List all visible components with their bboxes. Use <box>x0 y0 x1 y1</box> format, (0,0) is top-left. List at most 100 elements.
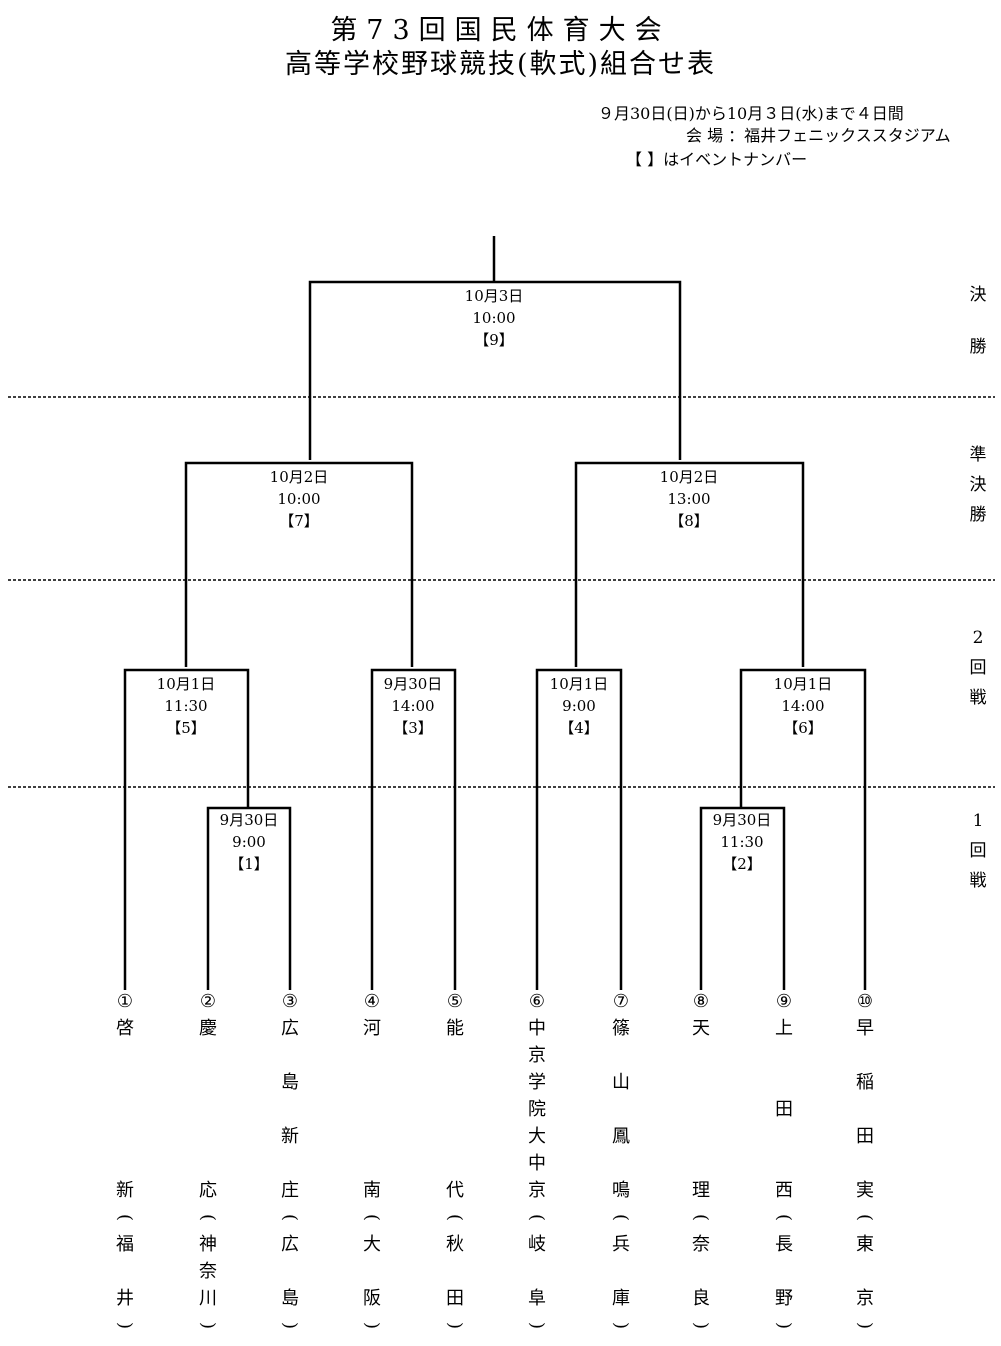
semi1-bracket <box>184 461 414 667</box>
prefecture-char <box>681 1258 721 1285</box>
team-name-char <box>845 1096 885 1123</box>
prefecture-char: ) <box>526 1321 548 1330</box>
team-name-char <box>352 1096 392 1123</box>
match-number: 【7】 <box>279 512 319 530</box>
match-time: 10:00 <box>472 309 516 327</box>
team-name-char: 代 <box>446 1180 464 1201</box>
prefecture-char <box>764 1258 804 1285</box>
team-name-char <box>188 1123 228 1150</box>
prefecture-char: ( <box>361 1213 383 1222</box>
team-name-char <box>270 1150 310 1177</box>
team-seed: ⑦ <box>612 991 630 1012</box>
match-9: 10月3日 10:00 【9】 <box>434 285 554 351</box>
team-name-char <box>352 1042 392 1069</box>
m1-bracket <box>206 806 292 990</box>
team-name-char <box>601 1042 641 1069</box>
match-time: 11:30 <box>720 833 764 851</box>
prefecture-char: ) <box>114 1321 136 1330</box>
page-subtitle: 高等学校野球競技(軟式)組合せ表 <box>284 49 717 80</box>
team-name-char: 鳳 <box>612 1126 630 1147</box>
match-date: 10月2日 <box>659 468 719 486</box>
semi2-bracket <box>574 461 805 667</box>
match-date: 10月1日 <box>156 675 216 693</box>
team-name-char <box>681 1069 721 1096</box>
prefecture-char: 井 <box>116 1288 134 1309</box>
team-name-char: 早 <box>856 1018 874 1039</box>
team-name-char: 理 <box>692 1180 710 1201</box>
round-char: 勝 <box>969 505 987 525</box>
match-date: 10月1日 <box>773 675 833 693</box>
prefecture-char: ( <box>854 1213 876 1222</box>
team-name-char <box>601 1150 641 1177</box>
prefecture-char: 田 <box>446 1288 464 1309</box>
prefecture-char: 兵 <box>612 1234 630 1255</box>
team-seed: ④ <box>363 991 381 1012</box>
match-time: 9:00 <box>562 697 596 715</box>
team-name-char: 庄 <box>281 1180 299 1201</box>
match-time: 14:00 <box>781 697 825 715</box>
team-name-char <box>105 1123 145 1150</box>
prefecture-char: ) <box>279 1321 301 1330</box>
round-char: 決 <box>969 285 987 305</box>
match-6: 10月1日 14:00 【6】 <box>743 673 863 739</box>
round-char: 2 <box>972 628 984 648</box>
match-1: 9月30日 9:00 【1】 <box>189 809 309 875</box>
team-name-char: 天 <box>692 1018 710 1039</box>
match-2: 9月30日 11:30 【2】 <box>682 809 802 875</box>
team-name-char <box>681 1042 721 1069</box>
team-name-char: 中 <box>528 1018 546 1039</box>
team-name-char: 田 <box>856 1126 874 1147</box>
team-name-char: 上 <box>775 1018 793 1039</box>
team-name-char: 実 <box>856 1180 874 1201</box>
page-title: 第73回国民体育大会 <box>330 15 671 46</box>
prefecture-char: 阜 <box>528 1288 546 1309</box>
match-number: 【2】 <box>722 855 762 873</box>
prefecture-char: ) <box>610 1321 632 1330</box>
prefecture-char: ( <box>610 1213 632 1222</box>
prefecture-char <box>270 1258 310 1285</box>
team-name-char: 中 <box>528 1153 546 1174</box>
round-label-semifinal: 準 決 勝 <box>960 442 996 528</box>
team-name-char <box>764 1123 804 1150</box>
team-name-char <box>105 1096 145 1123</box>
match-date: 9月30日 <box>219 811 279 829</box>
team-name-char: 西 <box>775 1180 793 1201</box>
round-char: 回 <box>969 658 987 678</box>
match-number: 【6】 <box>783 719 823 737</box>
team-name-char: 篠 <box>612 1018 630 1039</box>
prefecture-char: 奈 <box>692 1234 710 1255</box>
event-number-note: 【 】はイベントナンバー <box>626 150 808 169</box>
round-char: 決 <box>969 475 987 495</box>
match-number: 【9】 <box>474 331 514 349</box>
prefecture-char <box>352 1258 392 1285</box>
team-seed: ⑥ <box>528 991 546 1012</box>
team-name-char <box>105 1042 145 1069</box>
schedule-dates: ９月30日(日)から10月３日(水)まで４日間 <box>598 104 904 123</box>
prefecture-char: 東 <box>856 1234 874 1255</box>
team-name-char: 稲 <box>856 1072 874 1093</box>
match-4: 10月1日 9:00 【4】 <box>519 673 639 739</box>
prefecture-char: ( <box>773 1213 795 1222</box>
team-name-char <box>681 1123 721 1150</box>
team-name-char <box>352 1150 392 1177</box>
team-seed: ⑩ <box>856 991 874 1012</box>
prefecture-char: 京 <box>856 1288 874 1309</box>
round-label-first: 1 回 戦 <box>960 808 996 894</box>
match-time: 9:00 <box>232 833 266 851</box>
team-name-char <box>764 1042 804 1069</box>
match-number: 【1】 <box>229 855 269 873</box>
team-name-char <box>105 1150 145 1177</box>
team-name-char: 応 <box>199 1180 217 1201</box>
round-char: 回 <box>969 841 987 861</box>
match-date: 10月3日 <box>464 287 524 305</box>
prefecture-char: ( <box>690 1213 712 1222</box>
team-name-char: 山 <box>612 1072 630 1093</box>
team-name-char <box>681 1150 721 1177</box>
team-name-char: 慶 <box>199 1018 217 1039</box>
